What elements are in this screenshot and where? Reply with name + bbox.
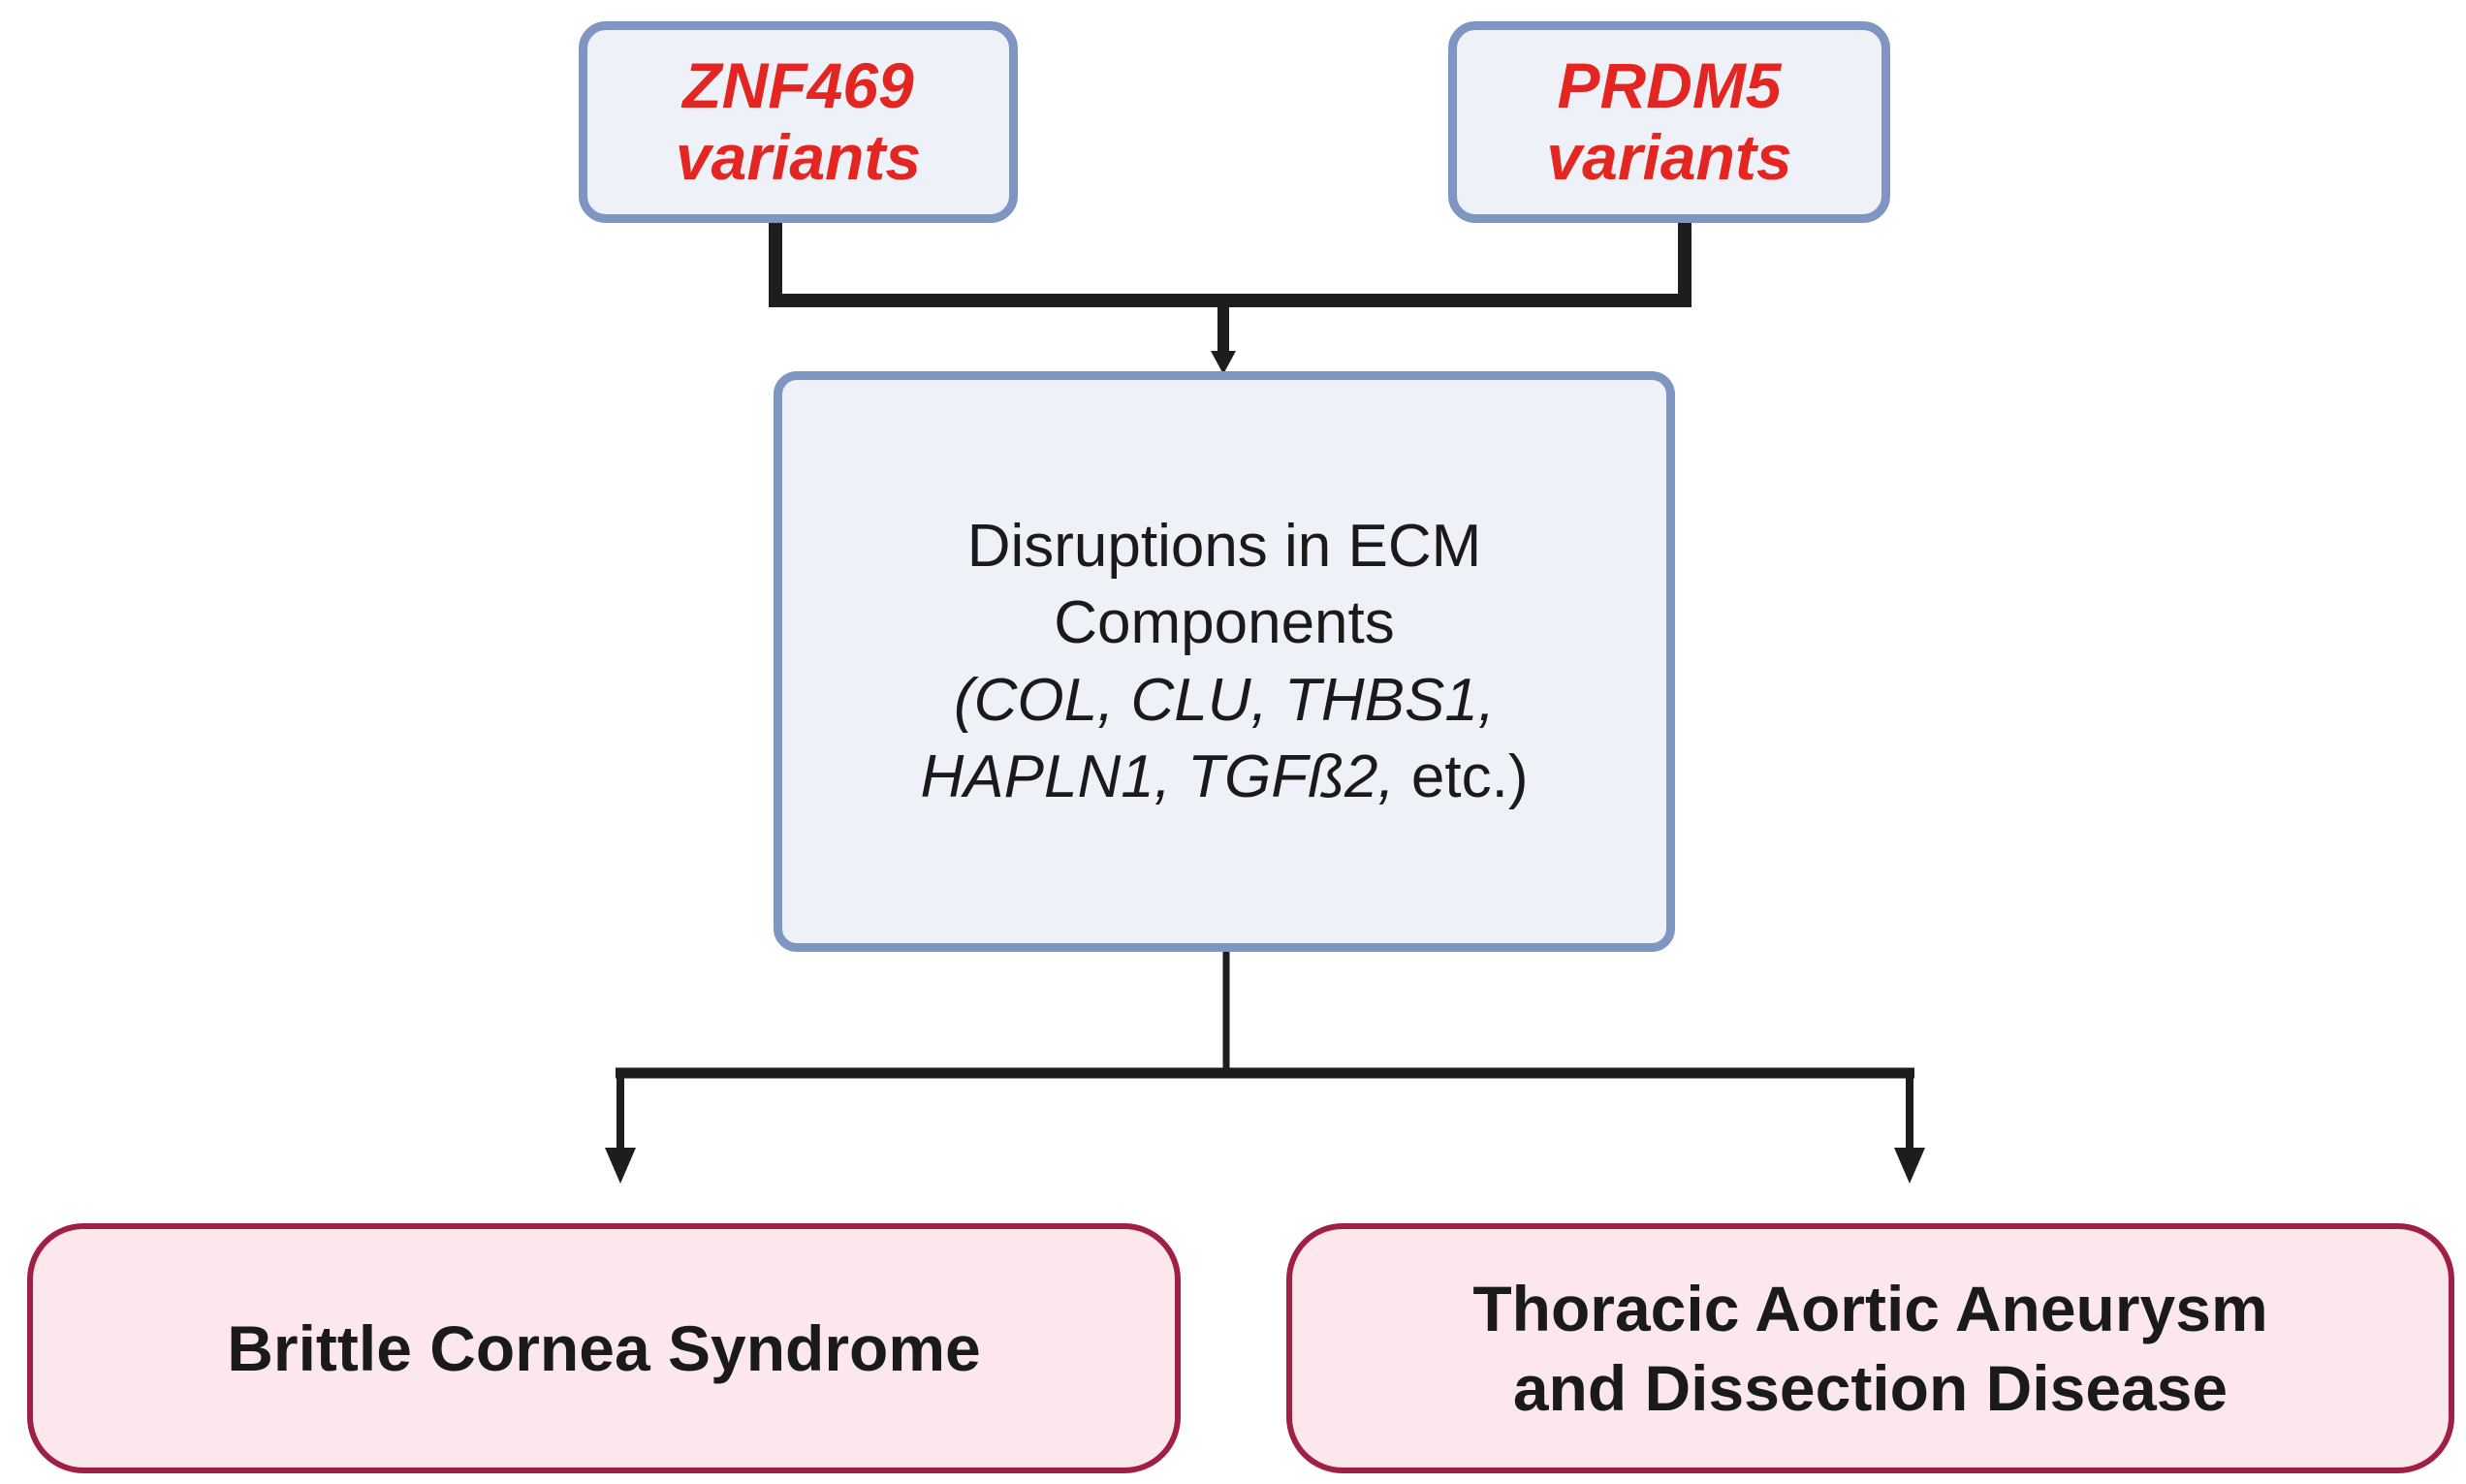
gene-suffix: variants (675, 121, 922, 193)
gene-suffix: variants (1546, 121, 1792, 193)
ecm-line-2: Components (1054, 589, 1395, 657)
split-connector (605, 952, 1925, 1184)
prdm5-variants-box: PRDM5 variants (1448, 21, 1890, 223)
prdm5-variants-label: PRDM5 variants (1546, 49, 1792, 194)
ecm-line-1: Disruptions in ECM (966, 512, 1482, 580)
merge-connector (769, 221, 1691, 374)
thoracic-aortic-line-1: Thoracic Aortic Aneurysm (1472, 1272, 2268, 1344)
thoracic-aortic-box: Thoracic Aortic Aneurysm and Dissection … (1286, 1223, 2454, 1473)
znf469-variants-box: ZNF469 variants (579, 21, 1018, 223)
arrow-down-icon (1894, 1148, 1925, 1184)
brittle-cornea-syndrome-box: Brittle Cornea Syndrome (27, 1223, 1181, 1473)
ecm-line-3: (COL, CLU, THBS1, (953, 666, 1496, 734)
znf469-variants-label: ZNF469 variants (675, 49, 922, 194)
arrow-down-icon (605, 1148, 636, 1184)
ecm-disruptions-label: Disruptions in ECM Components (COL, CLU,… (920, 508, 1528, 815)
gene-name: ZNF469 (682, 49, 914, 122)
ecm-line-4: HAPLN1, TGFß2, etc.) (920, 742, 1529, 810)
gene-name: PRDM5 (1557, 49, 1782, 122)
brittle-cornea-syndrome-label: Brittle Cornea Syndrome (227, 1311, 981, 1384)
ecm-disruptions-box: Disruptions in ECM Components (COL, CLU,… (774, 371, 1675, 952)
arrow-down-icon (1211, 351, 1236, 374)
thoracic-aortic-label: Thoracic Aortic Aneurysm and Dissection … (1472, 1269, 2267, 1429)
thoracic-aortic-line-2: and Dissection Disease (1512, 1352, 2229, 1424)
